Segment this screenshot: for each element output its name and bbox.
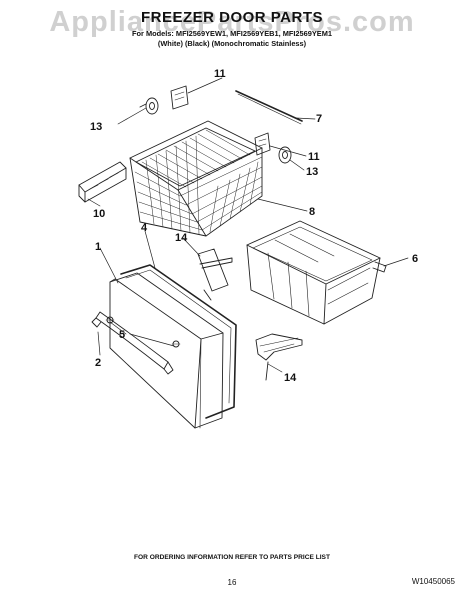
bracket-upper-left bbox=[170, 85, 189, 110]
callout-5: 5 bbox=[119, 329, 125, 341]
watermark: AppliancePartsPros.com bbox=[49, 6, 415, 38]
door-rail-lower bbox=[255, 333, 303, 381]
callout-11-top: 11 bbox=[214, 68, 226, 80]
handle-screws bbox=[105, 316, 181, 348]
callout-4: 4 bbox=[141, 222, 148, 234]
callouts: 11 13 7 11 13 8 10 1 4 14 6 5 2 14 bbox=[90, 68, 418, 384]
callout-2: 2 bbox=[95, 357, 101, 369]
page-title: FREEZER DOOR PARTS bbox=[140, 9, 324, 26]
basket-slide-rail bbox=[235, 90, 303, 125]
model-list: For Models: MFI2569YEW1, MFI2569YEB1, MF… bbox=[131, 29, 333, 38]
basket-slide-left bbox=[78, 161, 127, 203]
callout-11-right: 11 bbox=[308, 151, 320, 163]
callout-7: 7 bbox=[316, 113, 322, 125]
callout-10: 10 bbox=[93, 208, 105, 220]
page-number: 16 bbox=[227, 578, 237, 587]
callout-14-lower: 14 bbox=[284, 372, 297, 384]
callout-14-upper: 14 bbox=[175, 232, 188, 244]
freezer-door-gasket bbox=[120, 264, 237, 419]
roller-upper-left bbox=[139, 97, 159, 115]
ordering-info-note: FOR ORDERING INFORMATION REFER TO PARTS … bbox=[134, 554, 330, 561]
door-rail-upper bbox=[197, 248, 233, 301]
document-code: W10450065 bbox=[411, 577, 455, 586]
door-handle bbox=[91, 311, 174, 375]
color-variants: (White) (Black) (Monochromatic Stainless… bbox=[157, 39, 307, 48]
callout-13-right: 13 bbox=[306, 166, 318, 178]
callout-6: 6 bbox=[412, 253, 418, 265]
wire-basket bbox=[129, 120, 263, 237]
freezer-bin bbox=[246, 220, 387, 325]
callout-8: 8 bbox=[309, 206, 315, 218]
freezer-door-panel bbox=[109, 272, 224, 429]
callout-13-left: 13 bbox=[90, 121, 102, 133]
bracket-right bbox=[254, 132, 271, 156]
callout-1: 1 bbox=[95, 241, 101, 253]
roller-right bbox=[278, 146, 292, 164]
leader-lines bbox=[87, 77, 409, 373]
